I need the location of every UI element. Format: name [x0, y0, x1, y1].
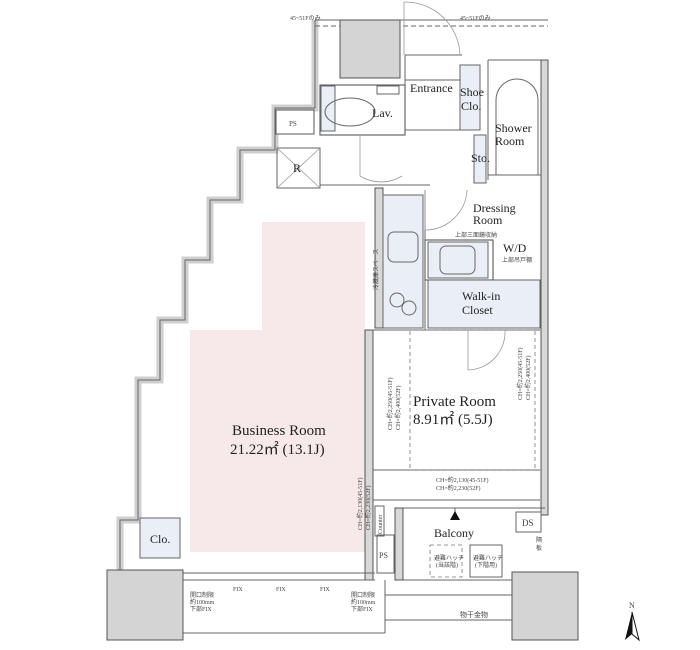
top-note-2: 45~51Fのみ: [460, 15, 491, 22]
hatch-1: [429, 544, 463, 578]
pillar-bottom-left: [106, 569, 184, 641]
fix-label-3: FIX: [320, 587, 330, 593]
shower-label-1: Shower: [495, 121, 532, 135]
hatch-2-note-2: (下階用): [475, 561, 497, 569]
ps-box-top: [275, 109, 315, 135]
pillar-top: [339, 19, 401, 79]
storage-label: Sto.: [471, 151, 490, 165]
shoe-closet-label-1: Shoe: [460, 85, 484, 99]
stove-burner: [401, 300, 417, 316]
lav-label: Lav.: [372, 106, 393, 120]
ch-private-right-2: CH=約2,400(52F): [524, 355, 532, 400]
window-left-note-3: 下部FIX: [190, 605, 212, 613]
partition-note-2: 板: [536, 544, 542, 552]
drying-hardware-note: 物干金物: [460, 610, 488, 619]
toilet: [324, 97, 376, 127]
toilet-area: [320, 85, 336, 132]
ps-bottom-label: PS: [379, 551, 388, 560]
top-note-1: 45~51Fのみ: [290, 15, 321, 22]
wd-label: W/D: [503, 241, 527, 255]
dressing-label-1: Dressing: [473, 201, 516, 215]
closet-box: [139, 517, 181, 559]
counter-label: Counter: [378, 515, 384, 534]
hatch-1-note-2: (当該階): [436, 561, 458, 569]
private-room-area: 8.91㎡ (5.5J): [413, 411, 493, 428]
washbasin: [439, 245, 476, 275]
balcony-label: Balcony: [434, 526, 474, 540]
shoe-closet-label-2: Clo.: [461, 99, 481, 113]
window-left-note-2: 約100mm: [190, 598, 215, 606]
wd-cabinet-note: 上部吊戸棚: [502, 256, 532, 264]
stove-burner: [389, 292, 405, 308]
outer-walls: [116, 19, 549, 634]
ch-bottom-1: CH=約2,130(45-51F): [436, 476, 489, 484]
lav-counter: [376, 85, 400, 95]
fix-label-2: FIX: [276, 587, 286, 593]
ps-box-bottom: [376, 534, 395, 574]
storage-cabinet: [473, 134, 487, 184]
north-label: N: [629, 601, 635, 610]
business-room-name: Business Room: [232, 423, 326, 439]
business-room-area: 21.22㎡ (13.1J): [230, 441, 325, 458]
hatch-2: [469, 544, 503, 578]
closet-label: Clo.: [150, 532, 170, 546]
ds-label: DS: [522, 518, 534, 528]
ps-top-label: PS: [289, 120, 297, 128]
counter: [374, 505, 385, 537]
private-room-name: Private Room: [413, 394, 496, 410]
ch-private-left-2: CH=約2,400(52F): [394, 385, 402, 430]
dressing-mirror-note: 上部三面鏡収納: [455, 231, 497, 239]
walk-in-closet-area: [427, 279, 541, 329]
refuse-label: R: [293, 161, 301, 175]
hatch-1-note-1: 避難ハッチ: [434, 554, 464, 562]
window-left-note-1: 開口制限: [190, 591, 214, 599]
ch-private-right-1: CH=約2,250(45-51F): [516, 347, 524, 400]
pillar-bottom-right: [511, 571, 579, 641]
door-swings: [359, 1, 506, 371]
shoe-closet: [459, 64, 481, 131]
fridge-note: 冷蔵庫スペース: [372, 249, 380, 290]
refuse-chute: [276, 147, 321, 189]
shower-label-2: Room: [495, 134, 525, 148]
dressing-label-2: Room: [473, 213, 503, 227]
ch-business-2: CH=約2,230(52F): [364, 485, 372, 530]
business-room-highlight: [190, 222, 365, 552]
hatch-2-note-1: 避難ハッチ: [473, 554, 503, 562]
window-right-note-3: 下部FIX: [351, 605, 373, 613]
entrance-label: Entrance: [410, 81, 453, 95]
ch-private-left-1: CH=約2,250(45-51F): [386, 377, 394, 430]
ch-bottom-2: CH=約2,230(52F): [436, 484, 481, 492]
sink: [387, 231, 419, 263]
window-right-note-1: 開口制限: [351, 591, 375, 599]
ch-business-1: CH=約2,130(45-51F): [356, 477, 364, 530]
north-arrow-icon: [625, 611, 640, 642]
walk-in-label-1: Walk-in: [462, 289, 500, 303]
fix-label-1: FIX: [233, 587, 243, 593]
window-right-note-2: 約100mm: [351, 598, 376, 606]
balcony-arrow-icon: [450, 511, 460, 520]
ds-box: [515, 511, 542, 533]
partition-note-1: 隔: [536, 536, 542, 544]
shower-enclosure: [495, 78, 539, 175]
washbasin-counter: [427, 241, 489, 279]
walk-in-label-2: Closet: [462, 303, 493, 317]
